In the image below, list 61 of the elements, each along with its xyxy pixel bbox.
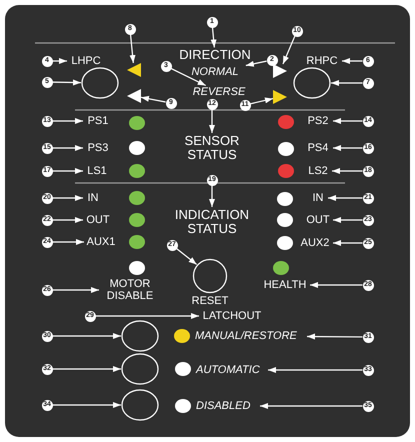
panel-label: PS1	[83, 114, 113, 128]
leader-arrow	[52, 118, 83, 124]
panel-label: HEALTH	[260, 278, 310, 292]
leader-arrow	[52, 333, 121, 339]
leader-arrow	[52, 239, 84, 245]
section-heading: DIRECTION	[165, 48, 265, 62]
leader-arrow	[307, 334, 362, 340]
panel-label: IN	[83, 192, 103, 204]
leader-arrow	[210, 27, 217, 48]
panel-label: REVERSE	[183, 86, 255, 98]
leader-arrow	[52, 58, 67, 64]
leader-arrow	[342, 58, 362, 64]
leader-arrow	[250, 97, 274, 104]
leader-arrow	[268, 367, 362, 373]
leader-arrow	[209, 186, 215, 207]
leader-arrow	[282, 36, 296, 64]
leader-arrow	[140, 96, 166, 103]
panel-label: PS2	[303, 114, 333, 128]
leader-arrow	[246, 60, 267, 67]
leader-arrow	[96, 313, 199, 319]
leader-arrow	[52, 145, 83, 151]
panel-label: AUX2	[297, 236, 333, 250]
panel-label: OUT	[83, 214, 113, 226]
panel-label: AUX1	[84, 236, 118, 248]
leader-arrow	[333, 217, 362, 223]
leader-arrow	[209, 110, 215, 133]
button-label: RESET	[190, 295, 230, 308]
panel-label: PS3	[83, 142, 113, 154]
leader-arrow	[52, 195, 83, 201]
leader-arrow	[332, 168, 362, 174]
leader-arrow	[170, 68, 206, 86]
leader-arrow	[52, 402, 121, 408]
panel-label: RHPC	[302, 54, 342, 68]
leader-arrow	[52, 287, 99, 293]
leader-arrow	[130, 34, 136, 64]
leader-arrow	[176, 248, 198, 265]
leader-arrow	[331, 80, 362, 86]
panel-label: OUT	[303, 214, 333, 226]
leader-arrow	[333, 118, 362, 124]
section-heading: INDICATION STATUS	[162, 207, 262, 237]
panel-label: NORMAL	[180, 66, 250, 78]
leader-arrow	[333, 145, 362, 151]
leader-arrow	[310, 282, 362, 288]
panel-label: AUTOMATIC	[196, 364, 268, 376]
leader-arrow	[328, 195, 362, 201]
leader-arrow	[260, 403, 362, 409]
panel-label: MANUAL/RESTORE	[195, 330, 307, 342]
panel-label: LS2	[304, 164, 332, 178]
panel-label: DISABLED	[196, 400, 260, 412]
panel-label: LATCHOUT	[199, 310, 265, 322]
panel-label: PS4	[303, 142, 333, 154]
leader-arrow	[333, 240, 362, 246]
panel-label: LS1	[83, 164, 111, 178]
leader-arrow	[52, 80, 82, 86]
panel-label: IN	[308, 192, 328, 204]
section-heading: SENSOR STATUS	[176, 133, 248, 163]
leader-arrow	[52, 217, 83, 223]
leader-arrow	[52, 366, 121, 372]
panel-label: LHPC	[67, 54, 105, 68]
leader-arrow	[52, 168, 83, 174]
panel-label: MOTOR DISABLE	[99, 276, 161, 304]
